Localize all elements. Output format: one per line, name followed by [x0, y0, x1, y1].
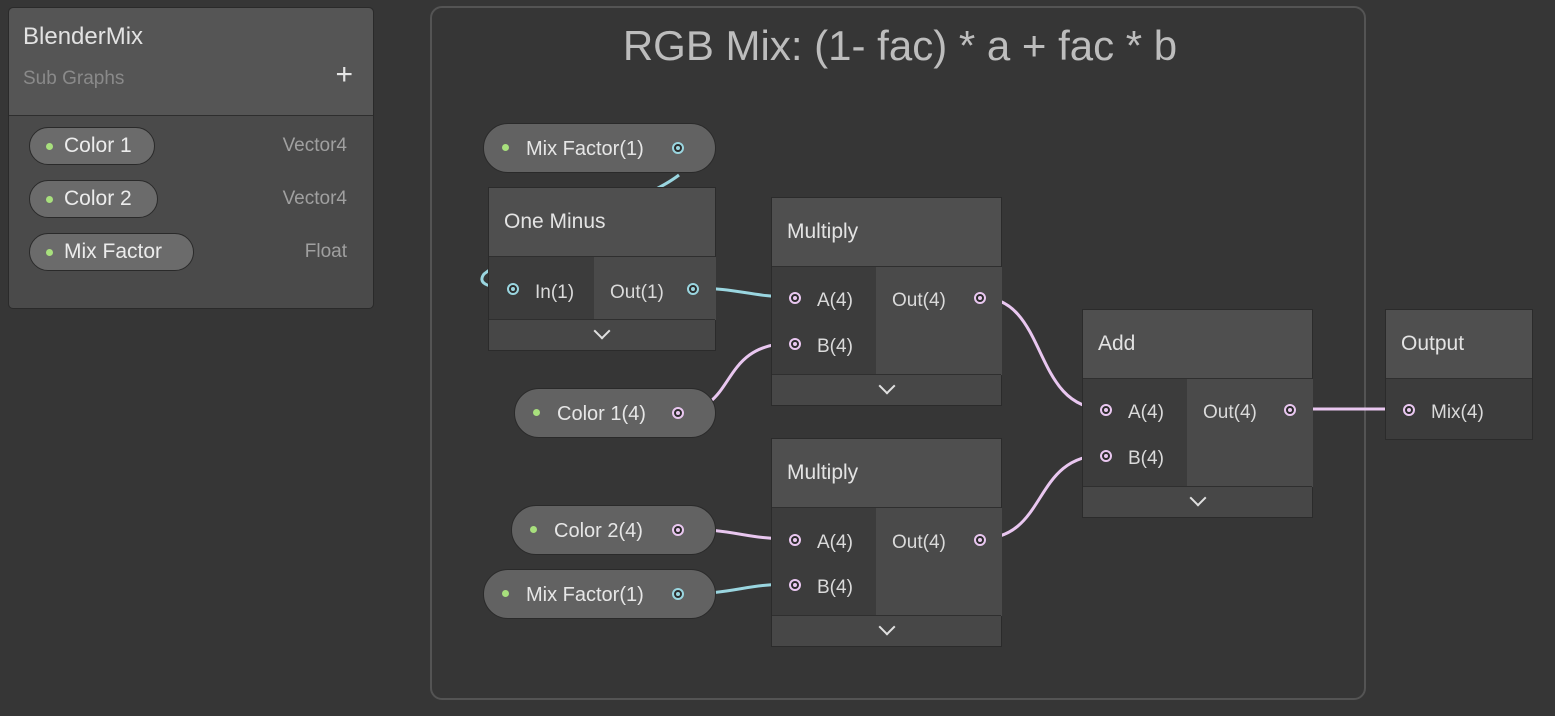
- property-node-mix-factor-bottom[interactable]: Mix Factor(1): [483, 569, 716, 619]
- node-multiply-top[interactable]: Multiply A(4) B(4) Out(4): [771, 197, 1002, 406]
- output-section: [1187, 379, 1313, 487]
- node-one-minus[interactable]: One Minus In(1) Out(1): [488, 187, 716, 351]
- chevron-down-icon[interactable]: [878, 618, 895, 636]
- property-pill-color1[interactable]: Color 1: [29, 127, 155, 165]
- property-dot-icon: [530, 526, 537, 533]
- output-port[interactable]: [672, 588, 684, 600]
- port-label-b: B(4): [817, 577, 853, 598]
- port-label-out: Out(1): [610, 282, 664, 303]
- node-footer: [1083, 486, 1312, 517]
- port-label-out: Out(4): [892, 532, 946, 553]
- node-header[interactable]: Multiply: [772, 439, 1001, 508]
- node-add[interactable]: Add A(4) B(4) Out(4): [1082, 309, 1313, 518]
- port-label-out: Out(4): [1203, 402, 1257, 423]
- input-port-a[interactable]: [789, 292, 801, 304]
- input-port-b[interactable]: [789, 338, 801, 350]
- output-section: [876, 508, 1002, 616]
- port-label-a: A(4): [817, 290, 853, 311]
- node-header[interactable]: Add: [1083, 310, 1312, 379]
- node-title: Multiply: [787, 220, 859, 243]
- output-port[interactable]: [672, 524, 684, 536]
- port-label-b: B(4): [817, 336, 853, 357]
- port-label-out: Out(4): [892, 290, 946, 311]
- blackboard-subtitle: Sub Graphs: [23, 68, 125, 89]
- input-port-mix[interactable]: [1403, 404, 1415, 416]
- node-title: One Minus: [504, 210, 606, 233]
- chevron-down-icon[interactable]: [1189, 489, 1206, 507]
- chevron-down-icon[interactable]: [878, 377, 895, 395]
- output-port-out[interactable]: [687, 283, 699, 295]
- property-node-label: Color 2(4): [554, 520, 643, 542]
- property-dot-icon: [46, 248, 53, 256]
- blackboard-header: BlenderMix Sub Graphs +: [9, 8, 373, 116]
- property-node-label: Color 1(4): [557, 403, 646, 425]
- property-row-color1: Color 1 Vector4: [29, 127, 347, 167]
- output-port-out[interactable]: [974, 534, 986, 546]
- input-port-in[interactable]: [507, 283, 519, 295]
- property-type: Vector4: [282, 135, 347, 156]
- port-label-in: In(1): [535, 282, 575, 303]
- port-label-b: B(4): [1128, 448, 1164, 469]
- input-port-a[interactable]: [789, 534, 801, 546]
- node-header[interactable]: Multiply: [772, 198, 1001, 267]
- node-footer: [772, 615, 1001, 646]
- port-label-mix: Mix(4): [1431, 402, 1484, 423]
- blackboard-panel: BlenderMix Sub Graphs + Color 1 Vector4 …: [8, 7, 374, 309]
- add-property-button[interactable]: +: [335, 58, 353, 91]
- output-port[interactable]: [672, 142, 684, 154]
- output-section: [876, 267, 1002, 375]
- input-port-b[interactable]: [789, 579, 801, 591]
- node-footer: [772, 374, 1001, 405]
- output-port-out[interactable]: [1284, 404, 1296, 416]
- chevron-down-icon[interactable]: [593, 322, 611, 340]
- node-footer: [489, 319, 715, 350]
- property-name: Color 2: [64, 187, 132, 210]
- property-name: Color 1: [64, 134, 132, 157]
- property-name: Mix Factor: [64, 240, 163, 263]
- property-type: Float: [304, 241, 347, 262]
- property-dot-icon: [502, 144, 509, 151]
- property-dot-icon: [46, 142, 53, 150]
- property-row-color2: Color 2 Vector4: [29, 180, 347, 220]
- output-port[interactable]: [672, 407, 684, 419]
- node-header[interactable]: One Minus: [489, 188, 715, 257]
- property-node-mix-factor-top[interactable]: Mix Factor(1): [483, 123, 716, 173]
- blackboard-title: BlenderMix: [23, 23, 144, 50]
- node-title: Multiply: [787, 461, 859, 484]
- port-label-a: A(4): [817, 532, 853, 553]
- node-title: Add: [1098, 332, 1136, 355]
- input-port-a[interactable]: [1100, 404, 1112, 416]
- property-pill-mix-factor[interactable]: Mix Factor: [29, 233, 194, 271]
- output-port-out[interactable]: [974, 292, 986, 304]
- node-group[interactable]: RGB Mix: (1- fac) * a + fac * b: [430, 6, 1366, 700]
- property-dot-icon: [502, 590, 509, 597]
- property-dot-icon: [46, 195, 53, 203]
- node-output[interactable]: Output Mix(4): [1385, 309, 1533, 440]
- node-title: Output: [1401, 332, 1465, 355]
- property-node-color1[interactable]: Color 1(4): [514, 388, 716, 438]
- property-node-color2[interactable]: Color 2(4): [511, 505, 716, 555]
- group-title[interactable]: RGB Mix: (1- fac) * a + fac * b: [622, 22, 1178, 69]
- property-type: Vector4: [282, 188, 347, 209]
- property-node-label: Mix Factor(1): [526, 584, 644, 606]
- property-row-mix-factor: Mix Factor Float: [29, 233, 347, 273]
- node-multiply-bottom[interactable]: Multiply A(4) B(4) Out(4): [771, 438, 1002, 647]
- input-port-b[interactable]: [1100, 450, 1112, 462]
- property-dot-icon: [533, 409, 540, 416]
- port-label-a: A(4): [1128, 402, 1164, 423]
- node-header[interactable]: Output: [1386, 310, 1532, 379]
- property-pill-color2[interactable]: Color 2: [29, 180, 158, 218]
- property-node-label: Mix Factor(1): [526, 138, 644, 160]
